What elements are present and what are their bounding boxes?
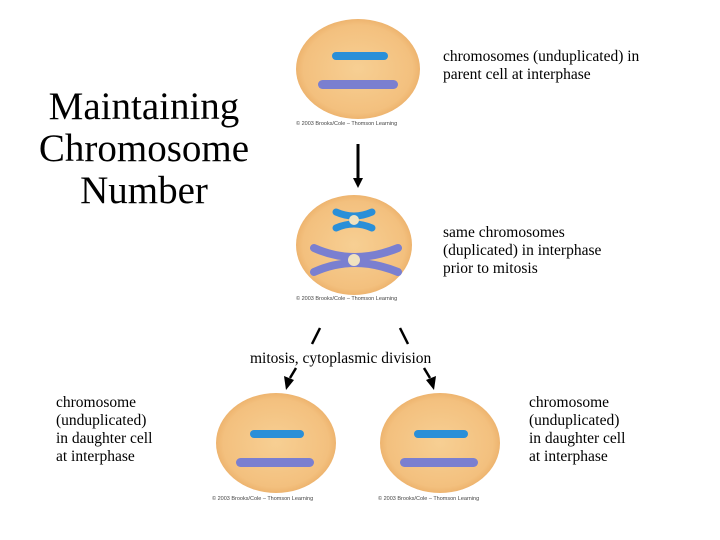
title-line-2: Chromosome [38,127,250,170]
label-line: chromosome [56,394,137,411]
label-daughter-right: chromosome (unduplicated) in daughter ce… [529,394,625,466]
credit-left: © 2003 Brooks/Cole – Thomson Learning [212,496,314,502]
daughter-cell-left [216,393,336,493]
label-line: in daughter cell [56,430,153,447]
label-line: (duplicated) in interphase [443,242,602,259]
blue-chromosome [332,52,388,60]
parent-cell [296,19,420,119]
label-line: in daughter cell [529,430,626,447]
credit-top: © 2003 Brooks/Cole – Thomson Learning [296,121,398,127]
label-line: chromosomes (unduplicated) in [443,48,640,65]
label-line: same chromosomes [443,224,565,241]
label-daughter-left: chromosome (unduplicated) in daughter ce… [56,394,152,466]
label-line: mitosis, cytoplasmic division [250,350,432,367]
label-duplicated: same chromosomes (duplicated) in interph… [443,224,601,278]
daughter-cell-right [380,393,500,493]
label-line: (unduplicated) [56,412,147,429]
purple-chromosome [318,80,398,89]
duplicated-cell [296,195,412,295]
label-line: prior to mitosis [443,260,538,277]
credit-middle: © 2003 Brooks/Cole – Thomson Learning [296,296,398,302]
title-line-1: Maintaining [48,85,240,128]
arrow-down [353,144,363,188]
label-parent-interphase: chromosomes (unduplicated) in parent cel… [443,48,639,84]
arrow-left-split [284,327,322,390]
purple-chromosome [236,458,314,467]
centromere [348,254,360,266]
arrow-right-split [398,327,436,390]
title-line-3: Number [80,169,208,212]
label-line: chromosome [529,394,610,411]
centromere [349,215,359,225]
label-division: mitosis, cytoplasmic division [250,350,431,368]
blue-chromosome [250,430,304,438]
blue-chromosome [414,430,468,438]
purple-chromosome [400,458,478,467]
label-line: at interphase [529,448,608,465]
page-title: Maintaining Chromosome Number [18,86,270,212]
label-line: (unduplicated) [529,412,620,429]
label-line: parent cell at interphase [443,66,591,83]
credit-right: © 2003 Brooks/Cole – Thomson Learning [378,496,480,502]
label-line: at interphase [56,448,135,465]
